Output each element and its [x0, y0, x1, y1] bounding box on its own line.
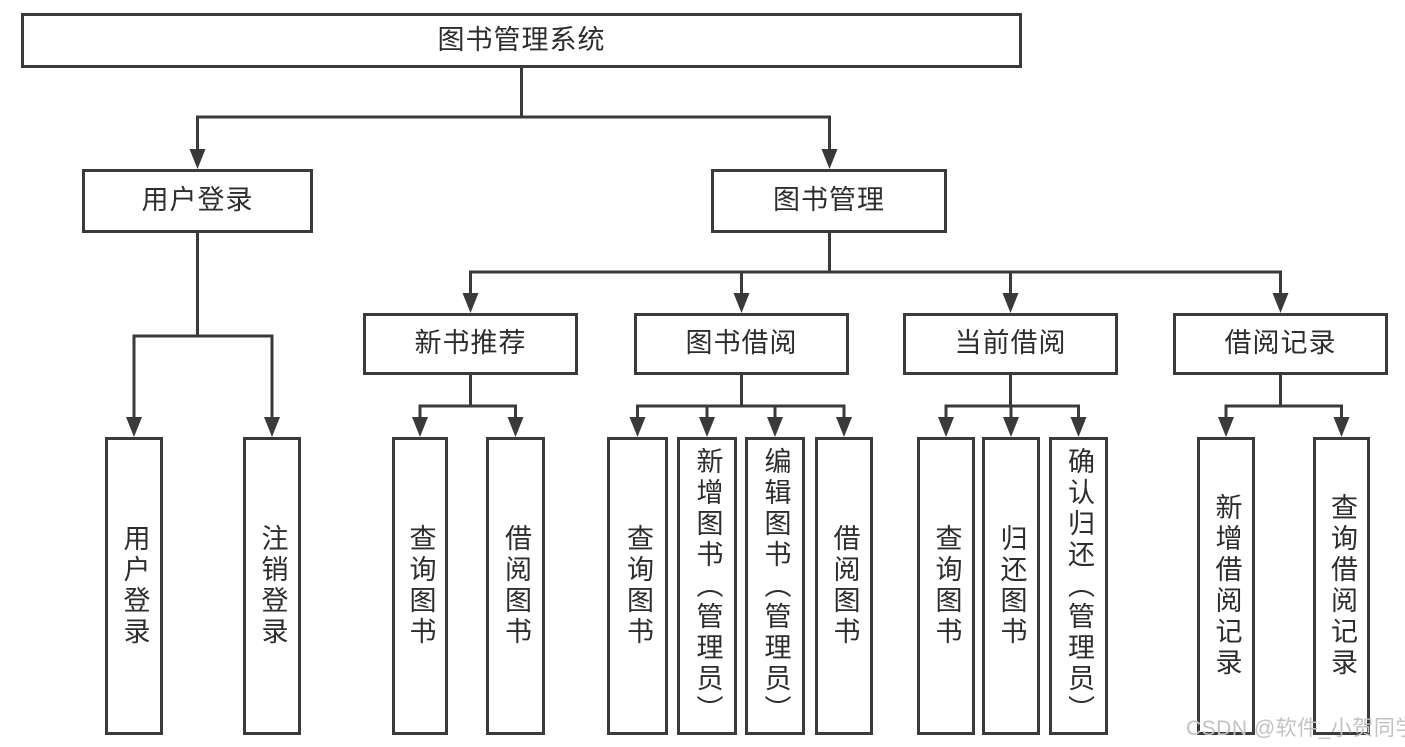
node-leaf-current-return: 归还图书 — [982, 437, 1040, 735]
node-current-borrow: 当前借阅 — [903, 313, 1118, 375]
node-root: 图书管理系统 — [21, 13, 1022, 68]
node-leaf-user-login: 用户登录 — [105, 437, 163, 735]
node-leaf-current-confirm: 确认归还（管理员） — [1049, 437, 1108, 735]
node-leaf-newbook-query: 查询图书 — [392, 437, 448, 735]
csdn-watermark: CSDN @软件_小贺同学 — [1186, 717, 1405, 740]
node-leaf-borrow-add: 新增图书（管理员） — [677, 437, 737, 735]
node-user-login-branch: 用户登录 — [82, 169, 313, 233]
node-leaf-borrow-query: 查询图书 — [607, 437, 668, 735]
node-borrow-record: 借阅记录 — [1173, 313, 1388, 375]
node-book-borrow: 图书借阅 — [634, 313, 849, 375]
node-new-book-recommend: 新书推荐 — [363, 313, 578, 375]
node-leaf-record-add: 新增借阅记录 — [1197, 437, 1255, 735]
node-leaf-logout: 注销登录 — [243, 437, 301, 735]
node-leaf-newbook-borrow: 借阅图书 — [486, 437, 545, 735]
node-book-management: 图书管理 — [711, 169, 947, 233]
node-leaf-borrow-edit: 编辑图书（管理员） — [745, 437, 805, 735]
node-leaf-borrow-borrow: 借阅图书 — [815, 437, 873, 735]
node-leaf-record-query: 查询借阅记录 — [1313, 437, 1370, 735]
node-leaf-current-query: 查询图书 — [917, 437, 975, 735]
